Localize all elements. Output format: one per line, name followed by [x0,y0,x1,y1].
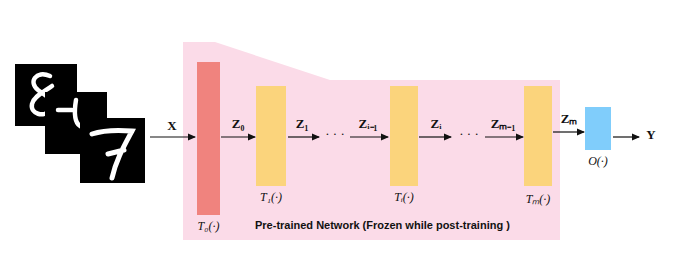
ellipsis: · · · [459,127,479,140]
function-name: T₀(·) [198,219,220,234]
output-box: O(·) [585,107,611,150]
region-shape [183,42,560,240]
output-name: Y [646,128,655,141]
layer-box: Tₘ(·) [524,86,552,186]
signal-name: Z₁ [296,117,309,130]
layer-box: Tᵢ(·) [390,86,418,186]
function-name: O(·) [588,154,608,169]
layer-box: T₁(·) [256,86,286,186]
connector [553,131,584,132]
ellipsis: · · · [325,127,345,140]
flow-arrows [150,136,639,137]
function-name: Tᵢ(·) [394,190,414,205]
region-caption: Pre-trained Network (Frozen while post-t… [255,219,510,231]
function-name: T₁(·) [260,190,282,205]
signal-name: Z₀ [232,117,245,130]
signal-name: Zₘ₋₁ [491,117,516,130]
digit-images [15,64,145,183]
signal-name: Zₘ [561,112,578,125]
signal-name: Zᵢ₋₁ [359,117,378,130]
connector [221,136,255,137]
network-region: Pre-trained Network (Frozen while post-t… [183,42,560,240]
function-name: Tₘ(·) [526,190,551,207]
signal-name: X [167,119,176,132]
input-layer-box: T₀(·) [197,62,220,215]
signal-name: Zᵢ [431,117,442,130]
